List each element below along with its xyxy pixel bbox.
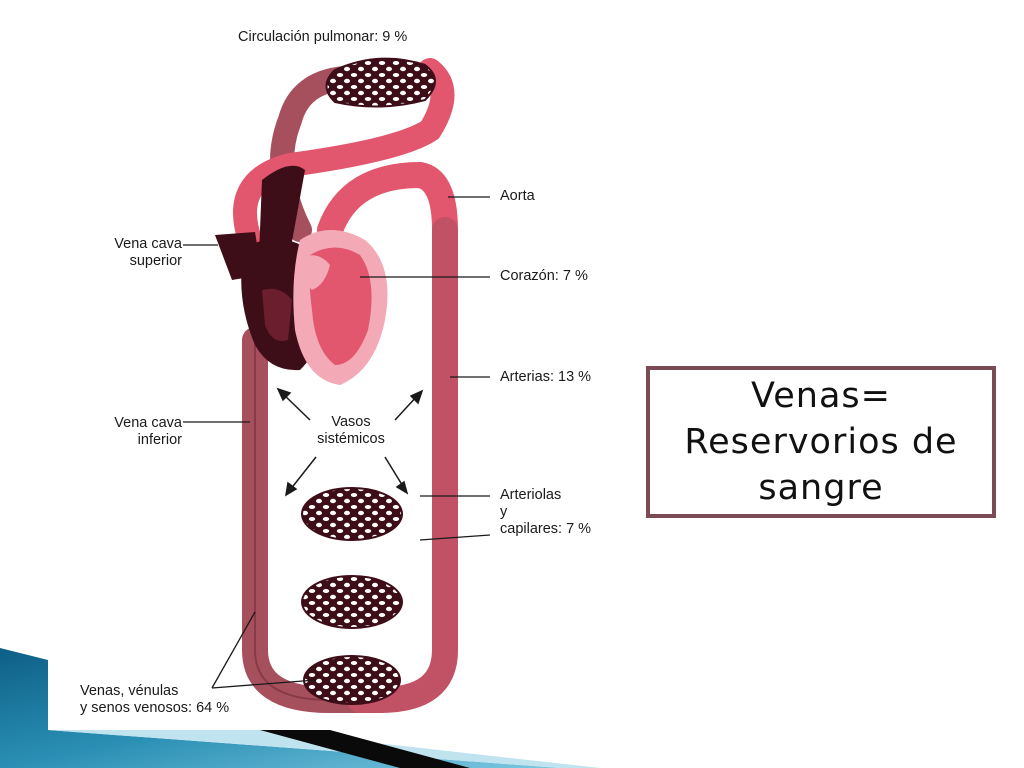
corner-dark-stripe [260, 730, 470, 768]
pulmonary-artery-loop [233, 58, 455, 252]
callout-line-2: Reservorios de [684, 422, 958, 462]
systemic-capillary-bed-3 [303, 655, 401, 705]
corner-light-stripe [48, 730, 600, 768]
pulmonary-capillary-bed [325, 57, 436, 108]
label-capillaries-line2: y [500, 504, 508, 520]
label-aorta: Aorta [500, 188, 535, 204]
label-systemic-vessels: Vasos sistémicos [305, 414, 397, 448]
leader-lines [183, 196, 491, 689]
label-vena-cava-superior: Vena cava superior [80, 236, 182, 270]
label-veins: Venas, vénulas y senos venosos: 64 % [80, 683, 229, 717]
systemic-vessel-arrows [276, 387, 424, 497]
label-arteries: Arterias: 13 % [500, 369, 592, 385]
systemic-capillary-bed-2 [269, 575, 431, 629]
label-heart: Corazón: 7 % [500, 268, 588, 284]
label-vena-cava-inferior: Vena cava inferior [80, 415, 182, 449]
label-capillaries-line1: Arteriolas [500, 487, 562, 503]
label-vena-cava-superior-line1: Vena cava [114, 236, 182, 252]
label-capillaries-line3: capilares: 7 % [500, 521, 592, 537]
callout-text: Venas= Reservorios de sangre [661, 373, 981, 511]
label-veins-line2: y senos venosos: 64 % [80, 700, 230, 716]
circulation-diagram [183, 57, 491, 713]
label-systemic-vessels-line2: sistémicos [317, 431, 385, 447]
heart [241, 230, 388, 385]
systemic-capillary-bed-1 [269, 487, 431, 541]
callout-box: Venas= Reservorios de sangre [646, 366, 996, 518]
callout-line-3: sangre [758, 468, 884, 508]
corner-blue-shape [0, 648, 560, 768]
label-pulmonary-circulation: Circulación pulmonar: 9 % [238, 29, 408, 45]
callout-line-1: Venas= [751, 376, 891, 416]
label-vena-cava-inferior-line2: inferior [137, 432, 182, 448]
label-vena-cava-superior-line2: superior [129, 253, 182, 269]
label-capillaries: Arteriolas y capilares: 7 % [500, 487, 591, 538]
label-vena-cava-inferior-line1: Vena cava [114, 415, 182, 431]
label-systemic-vessels-line1: Vasos [331, 414, 371, 430]
label-veins-line1: Venas, vénulas [80, 683, 179, 699]
